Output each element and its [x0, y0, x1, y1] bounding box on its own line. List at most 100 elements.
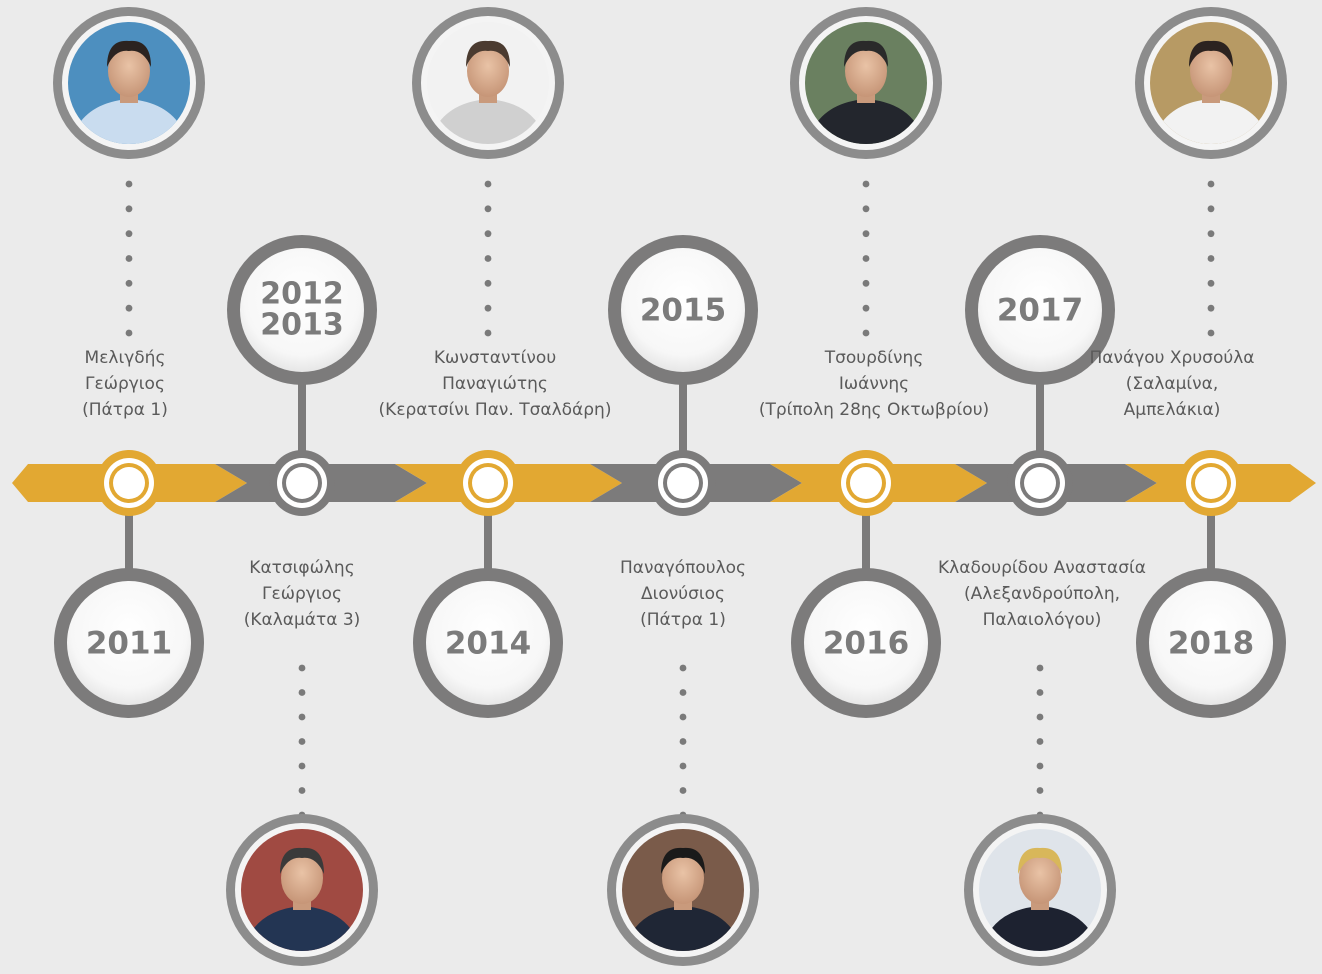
person-name-line: Μελιγδής	[84, 348, 166, 368]
person-name-line: Παναγόπουλος	[619, 558, 747, 578]
connector-dot	[298, 738, 306, 745]
connector-dot	[1036, 689, 1044, 696]
person-photo	[1135, 7, 1287, 159]
connector-dot	[125, 230, 133, 238]
person-name-line: (Αλεξανδρούπολη,	[964, 584, 1120, 604]
connector-dot	[1207, 255, 1215, 262]
connector-dot	[679, 713, 687, 721]
connector-dot	[484, 304, 492, 312]
connector-dot	[1207, 279, 1215, 287]
connector-dot	[679, 689, 687, 696]
timeline-node	[650, 450, 716, 516]
connector-dot	[862, 304, 870, 312]
person-name-line: Παλαιολόγου)	[982, 610, 1102, 630]
person-name-line: (Σαλαμίνα,	[1125, 374, 1219, 394]
person-name-line: (Τρίπολη 28ης Οκτωβρίου)	[758, 400, 990, 420]
connector-dot	[125, 255, 133, 262]
person-name-line: Γεώργιος	[85, 374, 165, 394]
connector-dot	[862, 279, 870, 287]
year-label: 2015	[640, 293, 726, 329]
person-name-line: Αμπελάκια)	[1123, 400, 1221, 420]
year-disc: 2016	[791, 568, 941, 718]
connector-dot	[484, 279, 492, 287]
year-disc: 2017	[965, 235, 1115, 385]
connector-dot	[679, 738, 687, 745]
connector-dot	[679, 664, 687, 672]
connector-dot	[298, 787, 306, 794]
connector-dot	[862, 205, 870, 213]
connector-dot	[862, 180, 870, 188]
connector-dot	[298, 664, 306, 672]
connector-dot	[1207, 180, 1215, 188]
person-photo	[964, 814, 1116, 966]
connector-dot	[298, 689, 306, 696]
year-label: 2012	[260, 277, 344, 312]
person-name-line: Πανάγου Χρυσούλα	[1089, 348, 1255, 368]
connector-dot	[125, 205, 133, 213]
connector-dot	[125, 329, 133, 337]
connector-dot	[125, 304, 133, 312]
year-label: 2011	[86, 626, 172, 662]
year-disc: 2011	[54, 568, 204, 718]
person-name-line: (Πάτρα 1)	[640, 610, 726, 630]
person-name-line: Διονύσιος	[640, 584, 726, 604]
timeline-node	[455, 450, 521, 516]
person-photo	[226, 814, 378, 966]
connector-dot	[1207, 304, 1215, 312]
person-name-line: Τσουρδίνης	[824, 348, 924, 368]
year-disc: 2018	[1136, 568, 1286, 718]
connector-dot	[1036, 787, 1044, 794]
year-label: 2013	[260, 308, 344, 343]
connector-dot	[484, 205, 492, 213]
person-name-line: Γεώργιος	[262, 584, 342, 604]
person-name-label: Κλαδουρίδου Αναστασία (Αλεξανδρούπολη, Παλ…	[892, 555, 1192, 633]
year-label: 2014	[445, 626, 531, 662]
timeline-node	[1007, 450, 1073, 516]
connector-dot	[1036, 762, 1044, 770]
timeline-node	[833, 450, 899, 516]
connector-dot	[1036, 738, 1044, 745]
connector-dot	[298, 762, 306, 770]
connector-dot	[1207, 329, 1215, 337]
connector-dot	[484, 255, 492, 262]
person-name-line: (Καλαμάτα 3)	[243, 610, 361, 630]
connector-dot	[862, 329, 870, 337]
connector-dot	[1207, 230, 1215, 238]
connector-dot	[1036, 664, 1044, 672]
person-name-label: Πανάγου Χρυσούλα (Σαλαμίνα, Αμπελάκια)	[1022, 345, 1322, 423]
connector-dot	[1207, 205, 1215, 213]
connector-dot	[1036, 713, 1044, 721]
person-name-line: (Πάτρα 1)	[82, 400, 168, 420]
year-label: 2016	[823, 626, 909, 662]
person-name-line: Παναγιώτης	[442, 374, 548, 394]
person-photo	[53, 7, 205, 159]
connector-dot	[484, 230, 492, 238]
person-photo	[412, 7, 564, 159]
timeline-node	[269, 450, 335, 516]
person-name-line: Κατσιφώλης	[249, 558, 355, 578]
timeline-node	[1178, 450, 1244, 516]
year-disc: 2015	[608, 235, 758, 385]
person-name-line: (Κερατσίνι Παν. Τσαλδάρη)	[378, 400, 612, 420]
person-name-line: Κλαδουρίδου Αναστασία	[938, 558, 1146, 578]
person-name-line: Ιωάννης	[838, 374, 910, 394]
person-photo	[790, 7, 942, 159]
connector-dot	[125, 180, 133, 188]
connector-dot	[125, 279, 133, 287]
year-disc: 2014	[413, 568, 563, 718]
connector-dot	[484, 329, 492, 337]
connector-dot	[679, 762, 687, 770]
connector-dot	[862, 255, 870, 262]
connector-dot	[862, 230, 870, 238]
year-label: 2017	[997, 293, 1083, 329]
connector-dot	[679, 787, 687, 794]
connector-dot	[484, 180, 492, 188]
year-label: 2018	[1168, 626, 1254, 662]
